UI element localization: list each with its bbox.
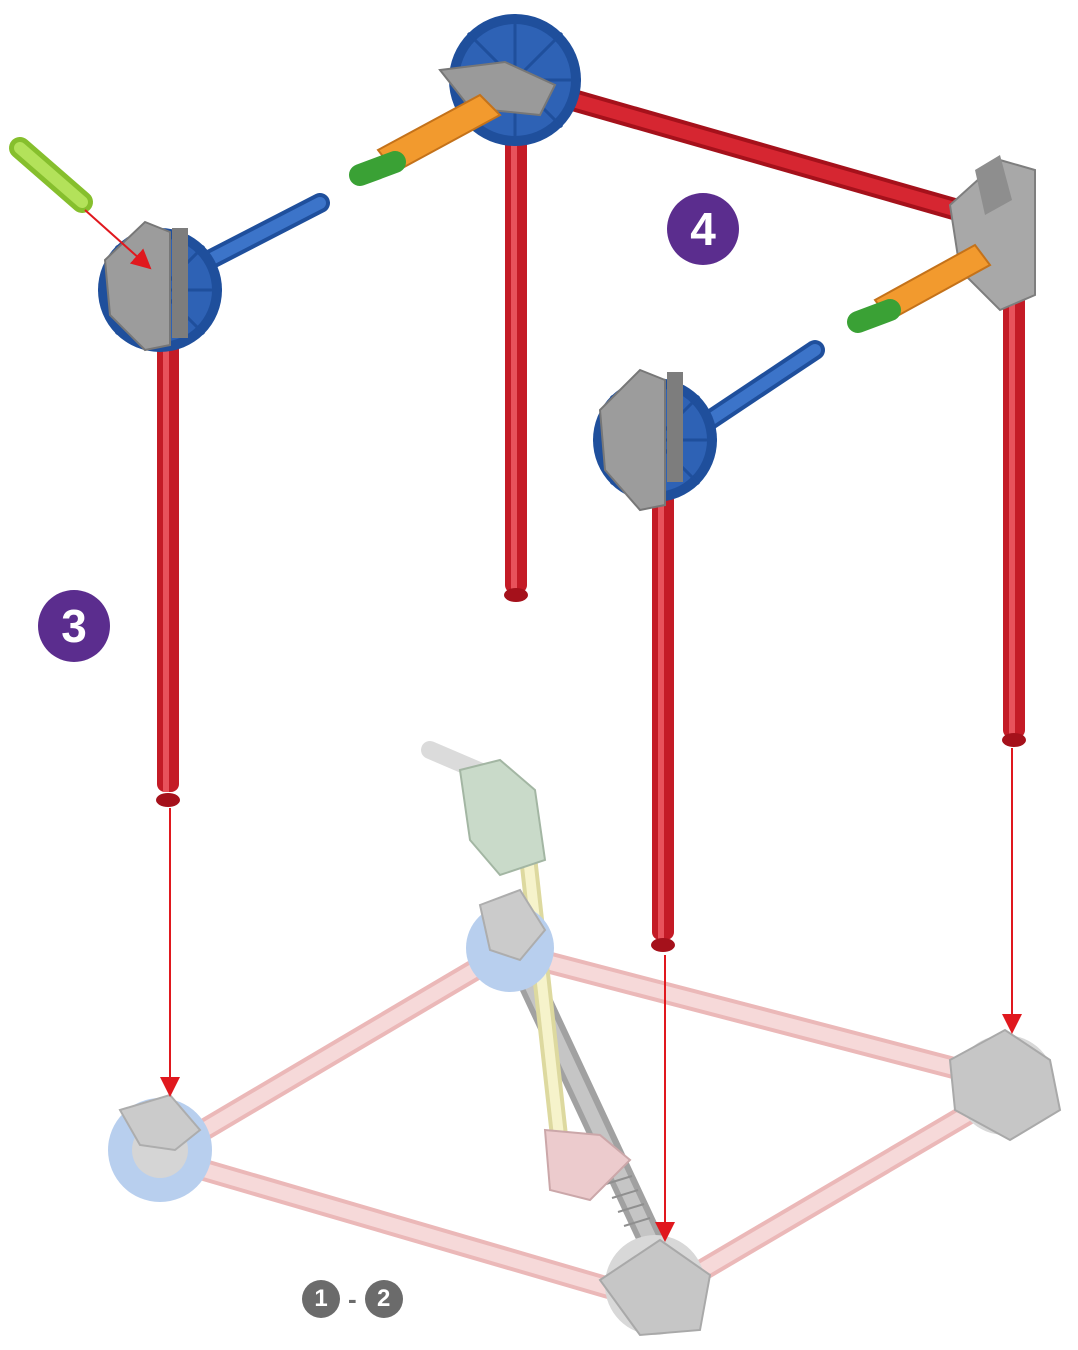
blue-connector-left <box>98 220 222 352</box>
blue-connector-front <box>593 368 717 512</box>
previous-step-to: 2 <box>364 1280 403 1318</box>
red-rod-left <box>156 340 180 807</box>
base-connector-front <box>598 1235 712 1337</box>
green-angled-connector-icon <box>458 758 547 877</box>
assembly-arrow-icon <box>84 209 152 270</box>
red-rod-top <box>534 81 986 226</box>
orange-rod-top-back <box>349 93 502 186</box>
base-rods <box>159 944 1011 1311</box>
gray-connector-right <box>948 155 1036 312</box>
step-number-badge: 3 <box>38 590 110 662</box>
red-rod-right <box>1002 290 1026 747</box>
base-frame <box>108 741 1062 1337</box>
previous-steps-indicator: 1 - 2 <box>302 1280 403 1318</box>
base-connector-left <box>108 1093 212 1202</box>
red-rod-front <box>651 490 675 952</box>
lime-rod <box>9 137 93 213</box>
previous-step-from: 1 <box>302 1280 340 1318</box>
red-rod-back <box>504 125 528 602</box>
base-connector-right <box>948 1028 1062 1142</box>
assembly-arrows <box>84 209 1022 1242</box>
pink-angled-connector-icon <box>543 1128 632 1202</box>
base-connector-back <box>466 888 554 992</box>
base-diagonal-assembly <box>421 741 673 1273</box>
previous-step-separator: - <box>348 1283 357 1314</box>
step-number-badge: 4 <box>667 193 739 265</box>
orange-rod-right <box>847 243 992 333</box>
